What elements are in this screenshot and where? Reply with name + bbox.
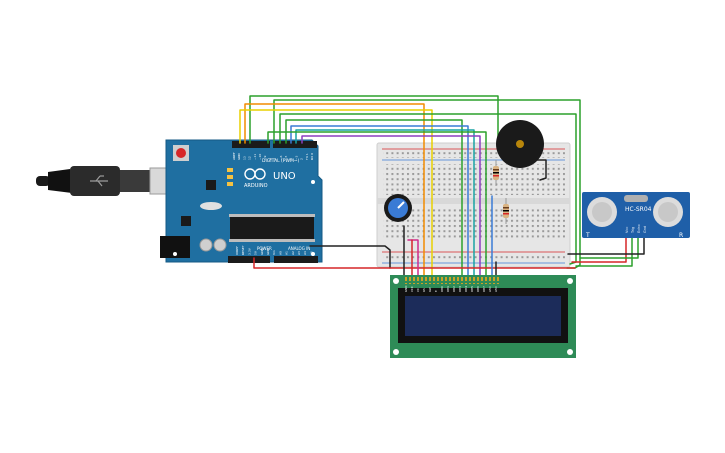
digital-label: DIGITAL (PWM~)	[262, 158, 300, 164]
power-header	[228, 256, 270, 263]
pin-label: Echo	[637, 225, 641, 234]
pin-label: 7	[274, 158, 278, 160]
pin-label: ~6	[279, 155, 283, 160]
pin-label: 3.3V	[247, 247, 251, 255]
arduino-model-text: UNO	[273, 171, 296, 182]
sensor-corner-left: T	[585, 232, 590, 239]
usb-cable	[36, 166, 187, 196]
pin-label: Vin	[272, 250, 276, 255]
arduino-brand-text: ARDUINO	[244, 183, 268, 189]
pin-label: LED	[494, 287, 498, 292]
sensor-model-text: HC-SR04	[625, 206, 652, 213]
pin-label: A4	[303, 251, 307, 255]
pin-label: A5	[309, 251, 313, 255]
pin-label: GND	[237, 152, 241, 160]
pin-label: DB5	[470, 286, 474, 292]
wire-sensor-black	[567, 233, 645, 255]
pin-label: DB1	[446, 286, 450, 292]
pin-label: A3	[297, 251, 301, 255]
pin-label: A1	[285, 251, 289, 255]
potentiometer[interactable]	[384, 194, 412, 222]
pin-label: RESET	[241, 245, 245, 255]
pin-label: AREF	[232, 152, 236, 160]
pin-label: 13	[242, 156, 246, 160]
pin-label: 5V	[254, 250, 258, 255]
pin-label: V0	[416, 288, 420, 292]
resistor-2[interactable]	[503, 198, 509, 224]
pin-label: ~5	[284, 155, 288, 160]
wire-green-1	[249, 95, 499, 144]
pin-label: Vcc	[625, 227, 629, 233]
wire-green-4	[267, 131, 487, 276]
pin-label: DB0	[440, 286, 444, 292]
pin-label: A2	[291, 251, 295, 255]
piezo-buzzer[interactable]	[496, 120, 544, 168]
digital-header-right	[273, 141, 317, 148]
pin-label: DB6	[476, 286, 480, 292]
pin-label: DB3	[458, 286, 462, 292]
pin-label: TX 1	[305, 153, 309, 161]
pin-label: RS	[422, 288, 426, 292]
analog-header	[274, 256, 318, 263]
pin-label: 2	[300, 158, 304, 160]
usb-icon	[90, 175, 108, 187]
wire-blue	[290, 125, 469, 276]
arduino-logo	[244, 168, 266, 180]
analog-label: ANALOG IN	[288, 246, 310, 251]
pin-label: ~3	[294, 155, 298, 160]
pin-label: 8	[268, 158, 272, 160]
pin-label: ~10	[258, 154, 262, 160]
atmega-chip	[230, 217, 314, 239]
sensor-corner-right: R	[679, 232, 683, 239]
pin-label: 12	[248, 156, 252, 160]
pin-label: A0	[278, 251, 282, 255]
wire-sensor-green-2	[579, 233, 639, 259]
wires	[239, 95, 645, 276]
pin-label: 4	[289, 158, 293, 160]
lcd-screen	[405, 296, 561, 336]
pin-label: RW	[428, 287, 432, 292]
wire-sensor-green-1	[575, 233, 633, 267]
pin-label: GND	[260, 247, 264, 255]
wire-purple	[301, 135, 481, 276]
pin-label: IOREF	[235, 246, 239, 255]
wire-yellow	[239, 109, 433, 276]
wire-black-gnd	[309, 245, 391, 269]
wire-buzzer-black	[535, 159, 547, 181]
pin-label: LED	[488, 287, 492, 292]
wire-teal-2	[295, 129, 475, 276]
pin-label: GND	[266, 247, 270, 255]
wire-orange	[244, 103, 425, 276]
resistor-1[interactable]	[493, 160, 499, 186]
reset-button[interactable]	[176, 148, 186, 158]
pin-label: GND	[404, 286, 408, 292]
pin-label: DB7	[482, 286, 486, 292]
wire-sensor-red	[571, 233, 627, 263]
pin-label: Gnd	[643, 226, 647, 233]
pin-label: VCC	[410, 286, 414, 292]
pin-label: DB4	[464, 286, 468, 292]
wire-red-5v	[253, 257, 576, 269]
pin-label: RX 0	[310, 153, 314, 160]
pin-label: ~9	[263, 155, 267, 160]
digital-header-left	[232, 141, 270, 148]
power-label: POWER	[257, 246, 272, 251]
arduino-uno-board[interactable]: ARDUINO UNO DIGITAL (PWM~) POWER ANALOG …	[160, 139, 323, 263]
pin-label: DB2	[452, 286, 456, 292]
pin-label: E	[434, 290, 438, 292]
pin-label: Trig	[631, 227, 635, 234]
pin-label: ~11	[253, 154, 257, 160]
